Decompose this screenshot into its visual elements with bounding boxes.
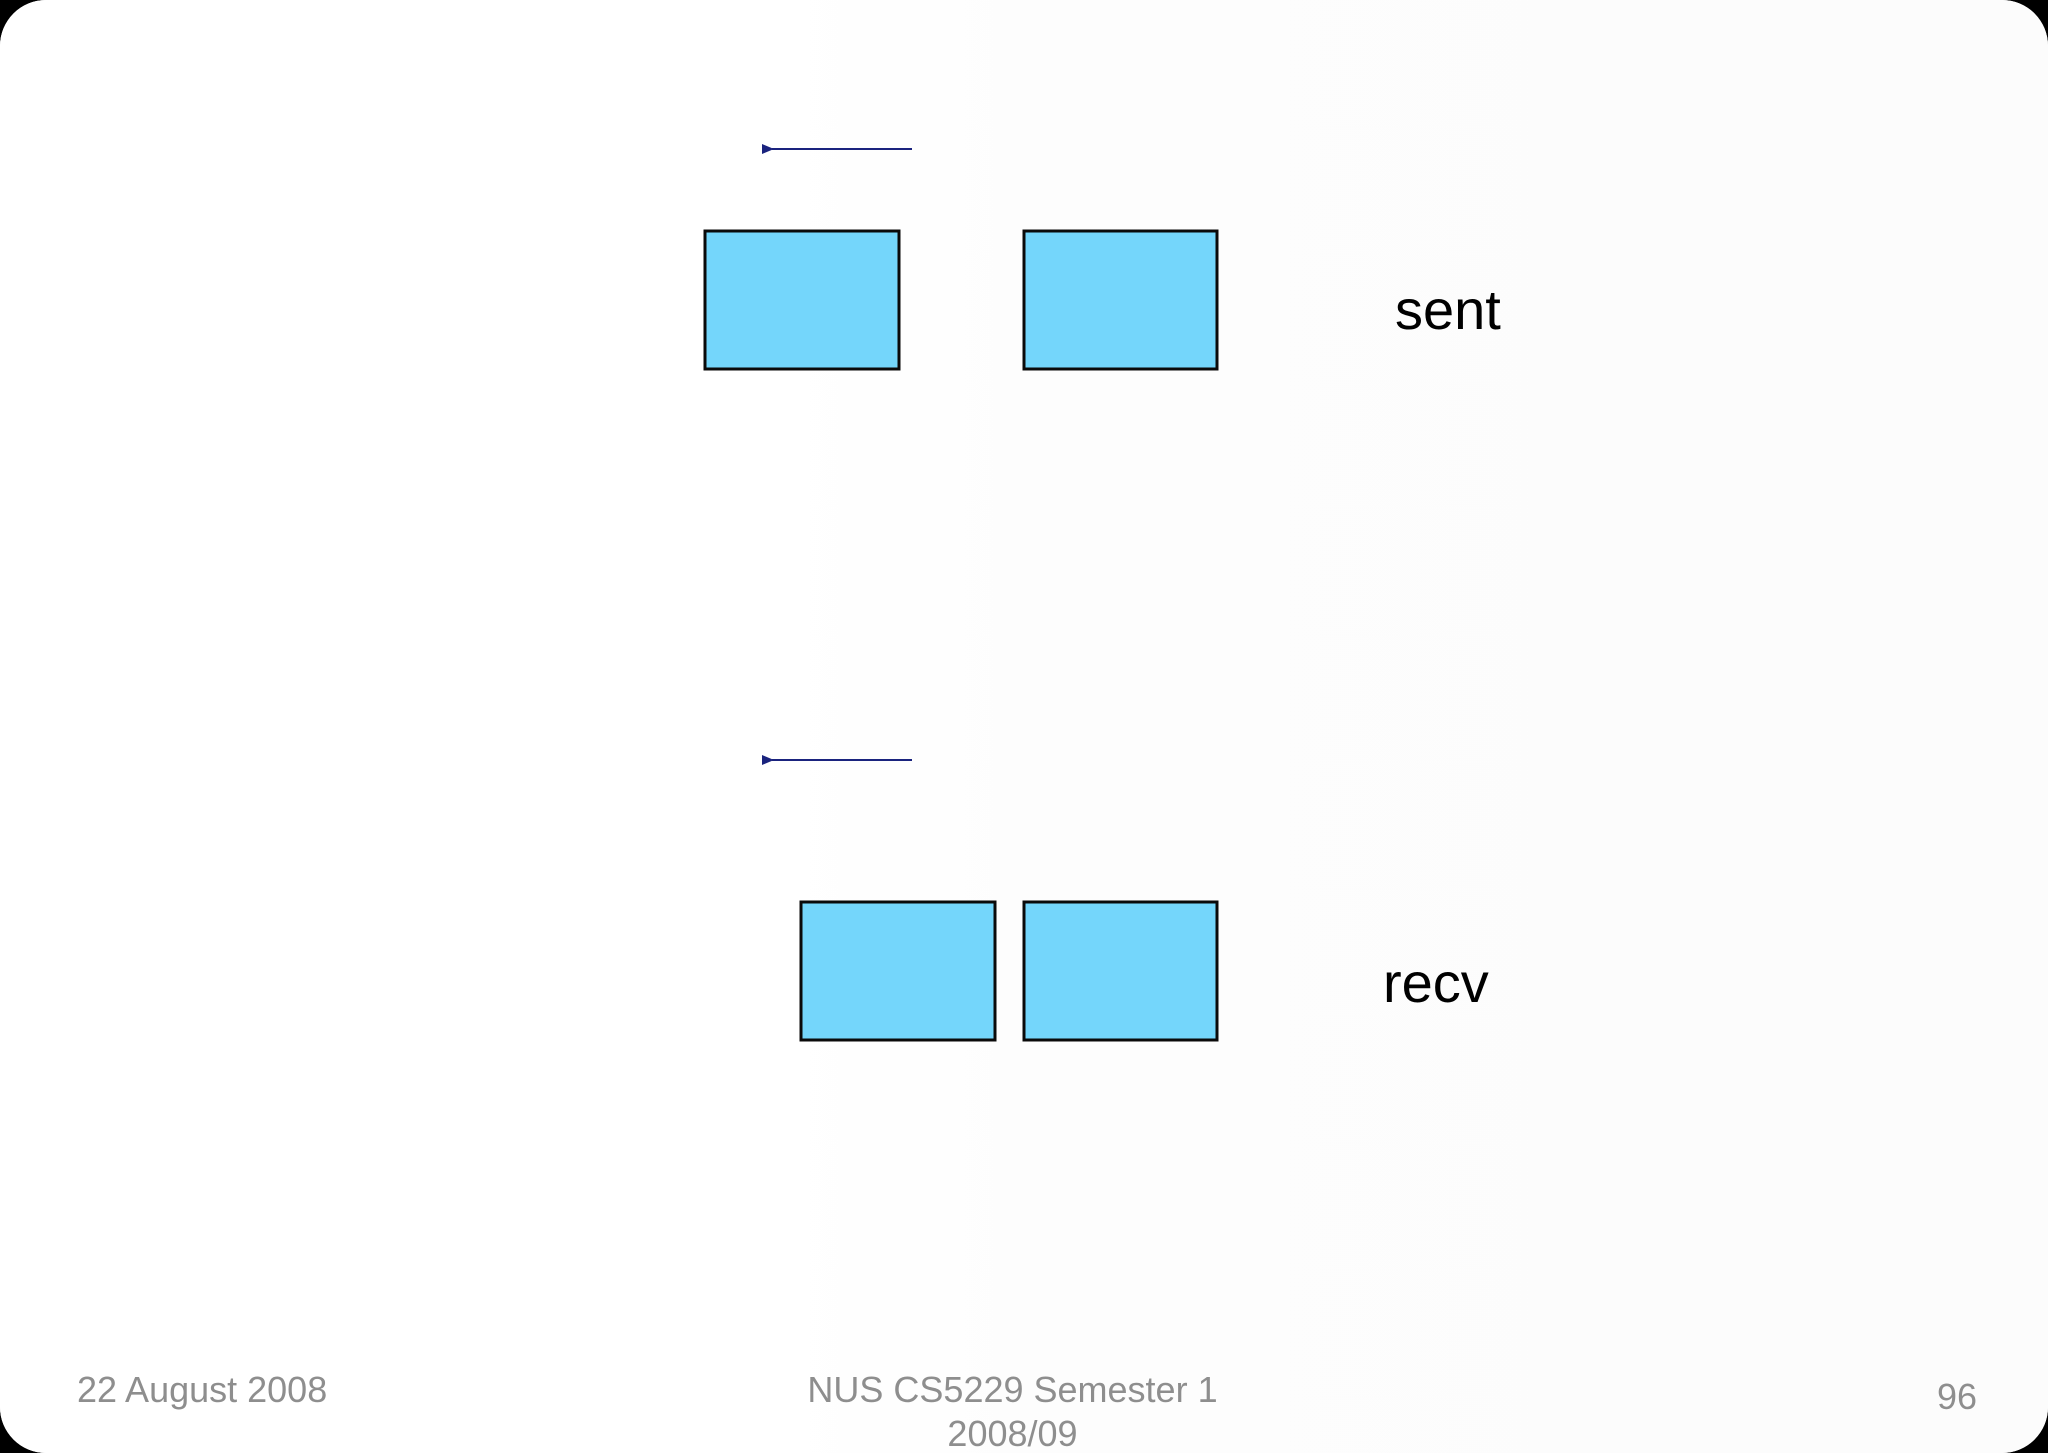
- footer-course-title: NUS CS5229 Semester 1 2008/09: [807, 1369, 1218, 1453]
- sent-packet-box: [703, 229, 901, 371]
- recv-label: recv: [1383, 951, 1489, 1014]
- recv-packet-box: [1022, 900, 1219, 1042]
- page-number: 96: [1937, 1376, 1978, 1417]
- sent-label: sent: [1395, 278, 1501, 341]
- footer-date: 22 August 2008: [77, 1369, 328, 1410]
- recv-packet-box: [799, 900, 997, 1042]
- sent-packet-box: [1022, 229, 1219, 371]
